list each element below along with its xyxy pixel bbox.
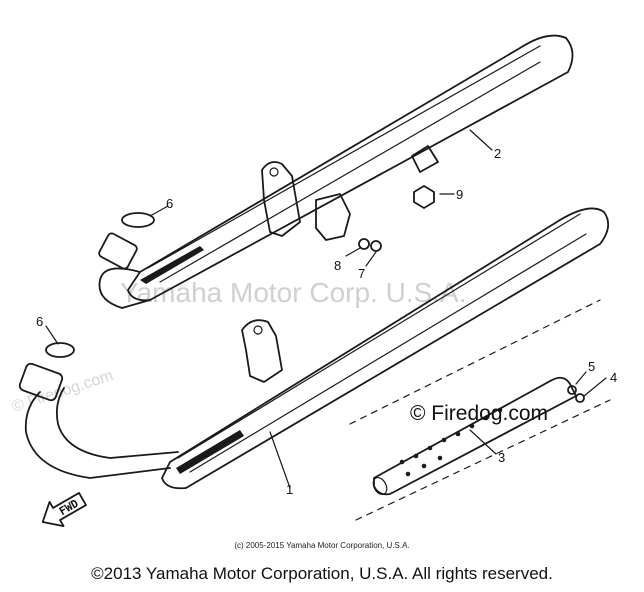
fwd-label: FWD <box>57 497 81 518</box>
nut-9 <box>413 185 435 209</box>
callout-7: 7 <box>358 266 365 281</box>
gasket-upper <box>121 212 155 228</box>
callout-8: 8 <box>334 258 341 273</box>
screw-4 <box>575 393 585 403</box>
callout-6-upper: 6 <box>166 196 173 211</box>
baffle-tube <box>372 376 577 496</box>
small-copyright: (c) 2005-2015 Yamaha Motor Corporation, … <box>234 541 410 550</box>
callout-3: 3 <box>498 450 505 465</box>
washer-8 <box>358 238 370 250</box>
callout-4: 4 <box>610 370 617 385</box>
upper-muffler <box>98 34 574 309</box>
callout-6-lower: 6 <box>36 314 43 329</box>
watermark-yamaha: Yamaha Motor Corp. U.S.A. <box>120 277 467 308</box>
main-copyright: ©2013 Yamaha Motor Corporation, U.S.A. A… <box>91 564 553 583</box>
watermark-firedog-main: © Firedog.com <box>410 402 548 425</box>
screw-5 <box>567 385 577 395</box>
gasket-lower <box>45 342 75 358</box>
callout-1: 1 <box>286 482 293 497</box>
callout-9: 9 <box>456 187 463 202</box>
callout-2: 2 <box>494 146 501 161</box>
washer-7 <box>370 240 382 252</box>
leader-lines <box>45 129 607 489</box>
lower-muffler <box>18 207 610 490</box>
callout-5: 5 <box>588 359 595 374</box>
fwd-arrow: FWD <box>41 492 87 528</box>
